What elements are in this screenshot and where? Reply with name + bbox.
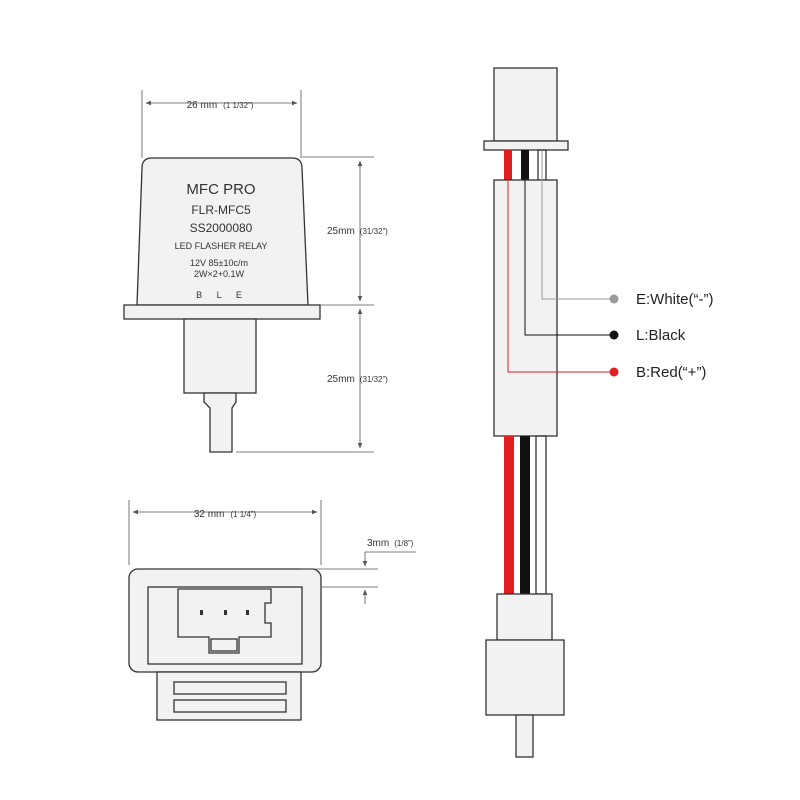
dim-width-top-label: 26 mm (1 1/32”): [187, 95, 254, 112]
top-connector-flange: [483, 140, 569, 151]
relay-flange: [123, 304, 321, 320]
pin-slot: [200, 610, 203, 615]
bottom-terminal: [515, 714, 534, 758]
bottom-housing: [128, 568, 322, 673]
red-leader: [507, 150, 612, 373]
wiring-harness: E:White(“-”) L:Black B:Red(“+”): [483, 67, 714, 758]
spec2-text: 2W×2+0.1W: [194, 269, 245, 279]
black-leader: [524, 150, 612, 336]
wire-label-white: E:White(“-”): [636, 291, 714, 308]
pin-slot: [246, 610, 249, 615]
black-wire: [520, 436, 530, 594]
code-text: SS2000080: [190, 221, 253, 235]
bottom-connector: [485, 639, 565, 716]
bottom-connector-collar: [496, 593, 553, 641]
bottom-tab: [156, 671, 302, 721]
dim-height-body-label: 25mm (31/32”): [327, 221, 388, 238]
white-leader: [541, 150, 612, 300]
relay-housing: [136, 157, 309, 306]
relay-plug-stem: [183, 318, 257, 394]
relay-terminal: [203, 392, 237, 453]
pins-text: B L E: [196, 290, 248, 300]
type-text: LED FLASHER RELAY: [175, 241, 268, 251]
white-wire: [535, 435, 547, 595]
wire-label-red: B:Red(“+”): [636, 364, 706, 381]
tab-slot: [173, 681, 287, 695]
wire-label-black: L:Black: [636, 327, 686, 344]
dim-width-bottom-label: 32 mm (1 1/4”): [194, 504, 257, 521]
dim-height-plug-label: 25mm (31/32”): [327, 369, 388, 386]
red-dot: [609, 367, 619, 377]
black-dot: [609, 330, 619, 340]
connector-key: [210, 638, 238, 652]
relay-bottom-view: 32 mm (1 1/4”) 3mm (1/8”): [128, 500, 416, 721]
connector-socket: [177, 588, 272, 654]
bottom-inner-frame: [147, 586, 303, 665]
spec1-text: 12V 85±10c/m: [190, 258, 248, 268]
brand-text: MFC PRO: [186, 181, 255, 198]
pin-slot: [224, 610, 227, 615]
dim-thickness-label: 3mm (1/8”): [367, 533, 414, 550]
tab-slot: [173, 699, 287, 713]
top-connector: [493, 67, 558, 142]
model-text: FLR-MFC5: [191, 203, 251, 217]
white-dot: [609, 294, 619, 304]
relay-side-view: 26 mm (1 1/32”) MFC PRO FLR-MFC5 SS20000…: [123, 90, 388, 453]
red-wire: [504, 436, 514, 594]
